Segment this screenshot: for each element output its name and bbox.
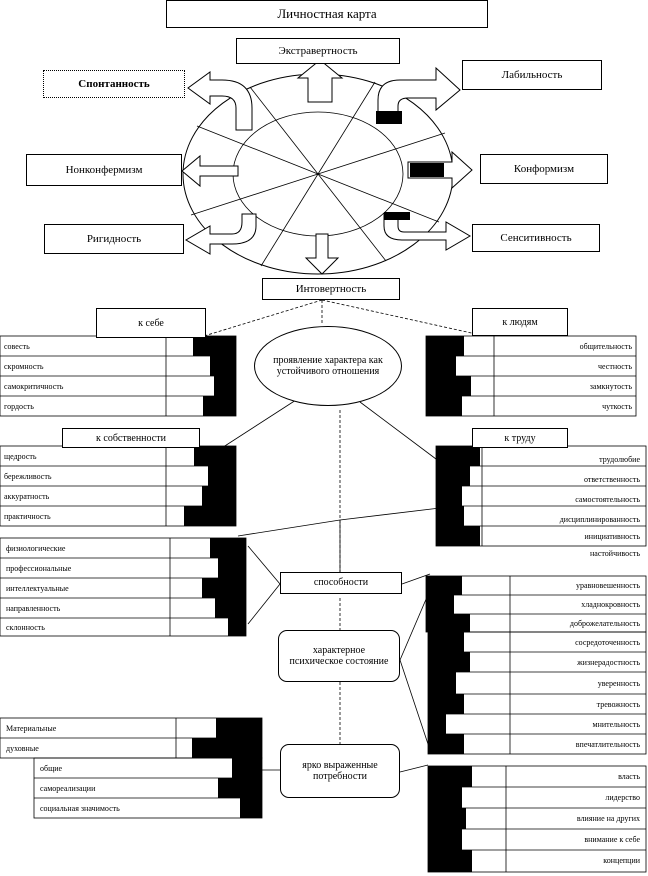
property-row: бережливость [4, 472, 52, 481]
label-conformism: Конформизм [480, 154, 608, 184]
ability-row: направленность [6, 604, 61, 613]
state-row: доброжелательность [569, 619, 640, 628]
state-row: сосредоточенность [575, 638, 640, 647]
state-row: хладнокровность [581, 600, 640, 609]
needs-node: ярко выраженные потребности [280, 744, 400, 798]
wheel-spokes [190, 81, 446, 267]
header-to-property: к собственности [62, 428, 200, 448]
label-spontaneity: Спонтанность [43, 70, 185, 98]
needs-right-row: власть [618, 772, 640, 781]
center-node: проявление характера как устойчивого отн… [254, 326, 402, 406]
ability-row: профессиональные [6, 564, 72, 573]
work-row: трудолюбие [599, 455, 640, 464]
state-row: мнительность [592, 720, 641, 729]
label-rigidity: Ригидность [44, 224, 184, 254]
self-row: скромность [4, 362, 44, 371]
self-row: самокритичность [4, 382, 64, 391]
label-lability: Лабильность [462, 60, 602, 90]
needs-right-row: концепции [603, 856, 640, 865]
state-row: тревожность [596, 700, 640, 709]
needs-left-row: социальная значимость [40, 804, 120, 813]
needs-left-row: самореализации [40, 784, 96, 793]
ability-row: интеллектуальные [6, 584, 69, 593]
wheel-arrows [181, 59, 473, 275]
people-row: общительность [579, 342, 632, 351]
page-title: Личностная карта [166, 0, 488, 28]
state-row: жизнерадостность [577, 658, 640, 667]
solid-connectors [199, 399, 441, 773]
work-row: ответственность [583, 475, 640, 484]
people-row: чуткость [602, 402, 632, 411]
work-row: инициативность [584, 532, 640, 541]
work-row: дисциплинированность [559, 515, 640, 524]
mental-state-node: характерное психическое состояние [278, 630, 400, 682]
header-to-people: к людям [472, 308, 568, 336]
ability-row: склонность [6, 623, 45, 632]
property-row: аккуратность [4, 492, 50, 501]
label-nonconformism: Нонконфермизм [26, 154, 182, 186]
state-row: впечатлительность [575, 740, 640, 749]
needs-left-row: духовные [6, 744, 39, 753]
label-introversion: Интовертность [262, 278, 400, 300]
needs-left-row: Материальные [6, 724, 57, 733]
self-row: гордость [4, 402, 34, 411]
wheel-bars [376, 111, 444, 220]
people-row: замкнутость [589, 382, 632, 391]
abilities-node: способности [280, 572, 402, 594]
needs-right-row: лидерство [605, 793, 640, 802]
state-row: уравновешенность [575, 581, 640, 590]
property-row: щедрость [4, 452, 37, 461]
header-to-work: к труду [472, 428, 568, 448]
people-row: честность [598, 362, 632, 371]
needs-right-row: влияние на других [576, 814, 640, 823]
property-row: практичность [4, 512, 51, 521]
work-row: настойчивость [590, 549, 640, 558]
label-extraversion: Экстравертность [236, 38, 400, 64]
state-row: уверенность [597, 679, 640, 688]
work-row: самостоятельность [575, 495, 640, 504]
needs-left-row: общие [40, 764, 63, 773]
self-row: совесть [4, 342, 30, 351]
header-to-self: к себе [96, 308, 206, 338]
ability-row: физиологические [6, 544, 66, 553]
needs-right-row: внимание к себе [584, 835, 640, 844]
label-sensitivity: Сенситивность [472, 224, 600, 252]
